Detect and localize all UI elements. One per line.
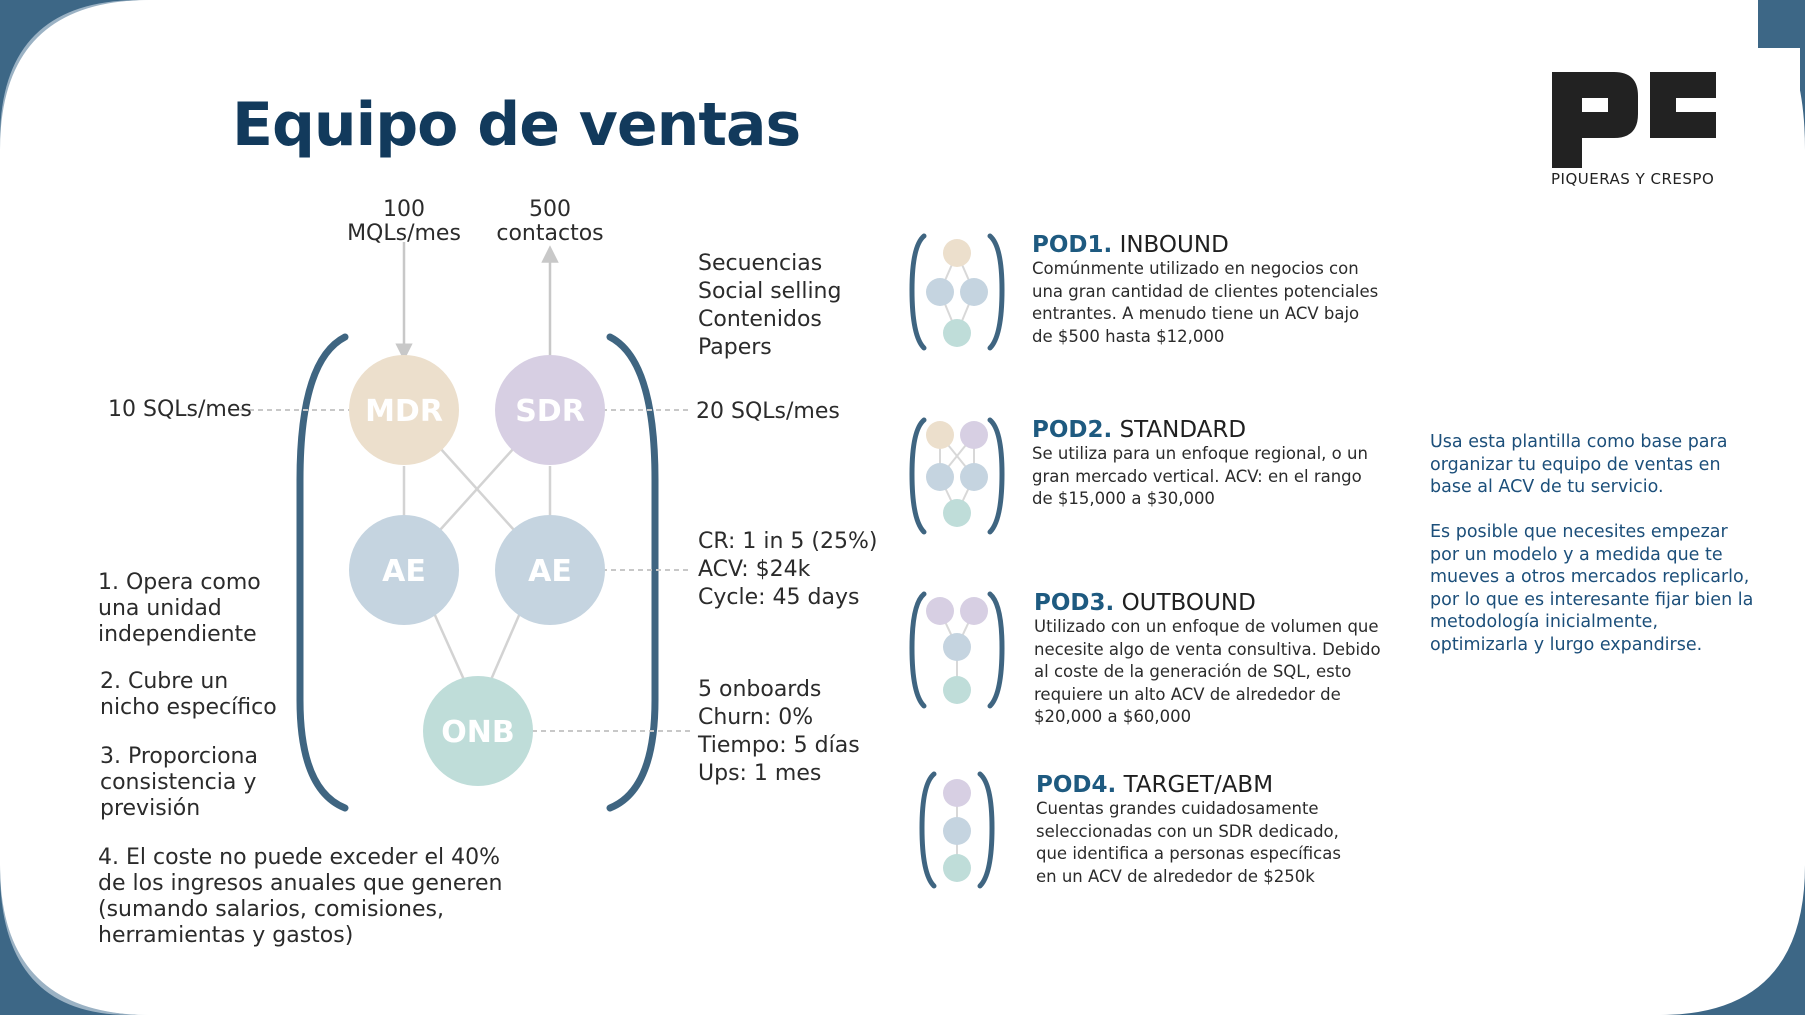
ae-metric: Cycle: 45 days [698, 585, 860, 610]
ae-metric: CR: 1 in 5 (25%) [698, 529, 878, 554]
pod4-code: POD4. [1036, 772, 1117, 798]
pod2-icon [909, 417, 1005, 535]
side-note-2: Es posible que necesites empezar por un … [1430, 522, 1754, 655]
pod4-description: Cuentas grandes cuidadosamente seleccion… [1036, 799, 1341, 886]
pod1-description: Comúnmente utilizado en negocios con una… [1032, 259, 1379, 346]
pod1-name: INBOUND [1119, 232, 1229, 258]
principle-1: 1. Opera como una unidad independiente [98, 570, 261, 647]
principle-3: 3. Proporciona consistencia y previsión [100, 744, 258, 821]
onb-metric: Churn: 0% [698, 705, 814, 730]
pod3: POD3. OUTBOUND Utilizado con un enfoque … [1034, 590, 1381, 729]
logo-letter-c [1650, 72, 1716, 138]
onb-node [423, 676, 533, 786]
pod2: POD2. STANDARD Se utiliza para un enfoqu… [1032, 417, 1368, 511]
contacts-output-label: 500 contactos [480, 198, 620, 246]
pod3-description: Utilizado con un enfoque de volumen que … [1034, 617, 1381, 726]
logo-caption: PIQUERAS Y CRESPO [1551, 170, 1715, 188]
pod2-code: POD2. [1032, 417, 1113, 443]
mdr-node [349, 355, 459, 465]
pod3-name: OUTBOUND [1121, 590, 1256, 616]
tactic-item: Secuencias [698, 251, 823, 276]
principle-4: 4. El coste no puede exceder el 40% de l… [98, 845, 503, 948]
mql-unit: MQLs/mes [347, 221, 461, 246]
frame-top-right-corner [1758, 0, 1805, 48]
onb-metric: Tiempo: 5 días [698, 733, 860, 758]
onb-metric: 5 onboards [698, 677, 822, 702]
onb-label: ONB [441, 715, 514, 750]
ae-right-label: AE [528, 554, 572, 589]
tactics-list: Secuencias Social selling Contenidos Pap… [698, 250, 841, 362]
tactic-item: Contenidos [698, 307, 822, 332]
connector-sdr-ae-left [439, 447, 515, 531]
connector-ae-left-onb [432, 612, 467, 683]
connector-ae-right-onb [488, 612, 522, 683]
pod3-title: POD3. OUTBOUND [1034, 590, 1381, 616]
ae-metric: ACV: $24k [698, 557, 811, 582]
pod1-title: POD1. INBOUND [1032, 232, 1378, 258]
sdr-node [495, 355, 605, 465]
left-sql-label: 10 SQLs/mes [108, 397, 252, 422]
mdr-label: MDR [365, 394, 443, 429]
onb-metric: Ups: 1 mes [698, 761, 822, 786]
pod4: POD4. TARGET/ABM Cuentas grandes cuidado… [1036, 772, 1341, 888]
mql-input-label: 100 MQLs/mes [334, 198, 474, 246]
ae-right-node [495, 515, 605, 625]
principle-2: 2. Cubre un nicho específico [100, 669, 277, 720]
dashed-leaders [240, 409, 692, 732]
pod2-title: POD2. STANDARD [1032, 417, 1368, 443]
tactic-item: Social selling [698, 279, 842, 304]
mql-count: 100 [383, 197, 425, 222]
contacts-unit: contactos [496, 221, 604, 246]
contacts-count: 500 [529, 197, 571, 222]
sdr-label: SDR [515, 394, 585, 429]
pod1: POD1. INBOUND Comúnmente utilizado en ne… [1032, 232, 1378, 348]
pod4-name: TARGET/ABM [1123, 772, 1274, 798]
pod1-icon [909, 233, 1005, 351]
ae-left-label: AE [382, 554, 426, 589]
ae-left-node [349, 515, 459, 625]
team-bracket-right [606, 333, 659, 812]
right-sql-label: 20 SQLs/mes [696, 399, 840, 424]
pod2-name: STANDARD [1119, 417, 1247, 443]
pod4-title: POD4. TARGET/ABM [1036, 772, 1341, 798]
pod1-code: POD1. [1032, 232, 1113, 258]
side-note-1: Usa esta plantilla como base para organi… [1430, 432, 1728, 497]
pod2-description: Se utiliza para un enfoque regional, o u… [1032, 444, 1368, 508]
page-title: Equipo de ventas [232, 90, 801, 160]
pod4-icon [919, 771, 995, 889]
onb-metrics: 5 onboards Churn: 0% Tiempo: 5 días Ups:… [698, 676, 860, 788]
pod3-code: POD3. [1034, 590, 1115, 616]
node-connectors [402, 447, 552, 683]
tactic-item: Papers [698, 335, 772, 360]
pod3-icon [909, 591, 1005, 709]
ae-metrics: CR: 1 in 5 (25%) ACV: $24k Cycle: 45 day… [698, 528, 877, 612]
pc-logo [1552, 72, 1716, 168]
team-bracket-left [296, 333, 349, 812]
logo-letter-p [1552, 72, 1638, 168]
